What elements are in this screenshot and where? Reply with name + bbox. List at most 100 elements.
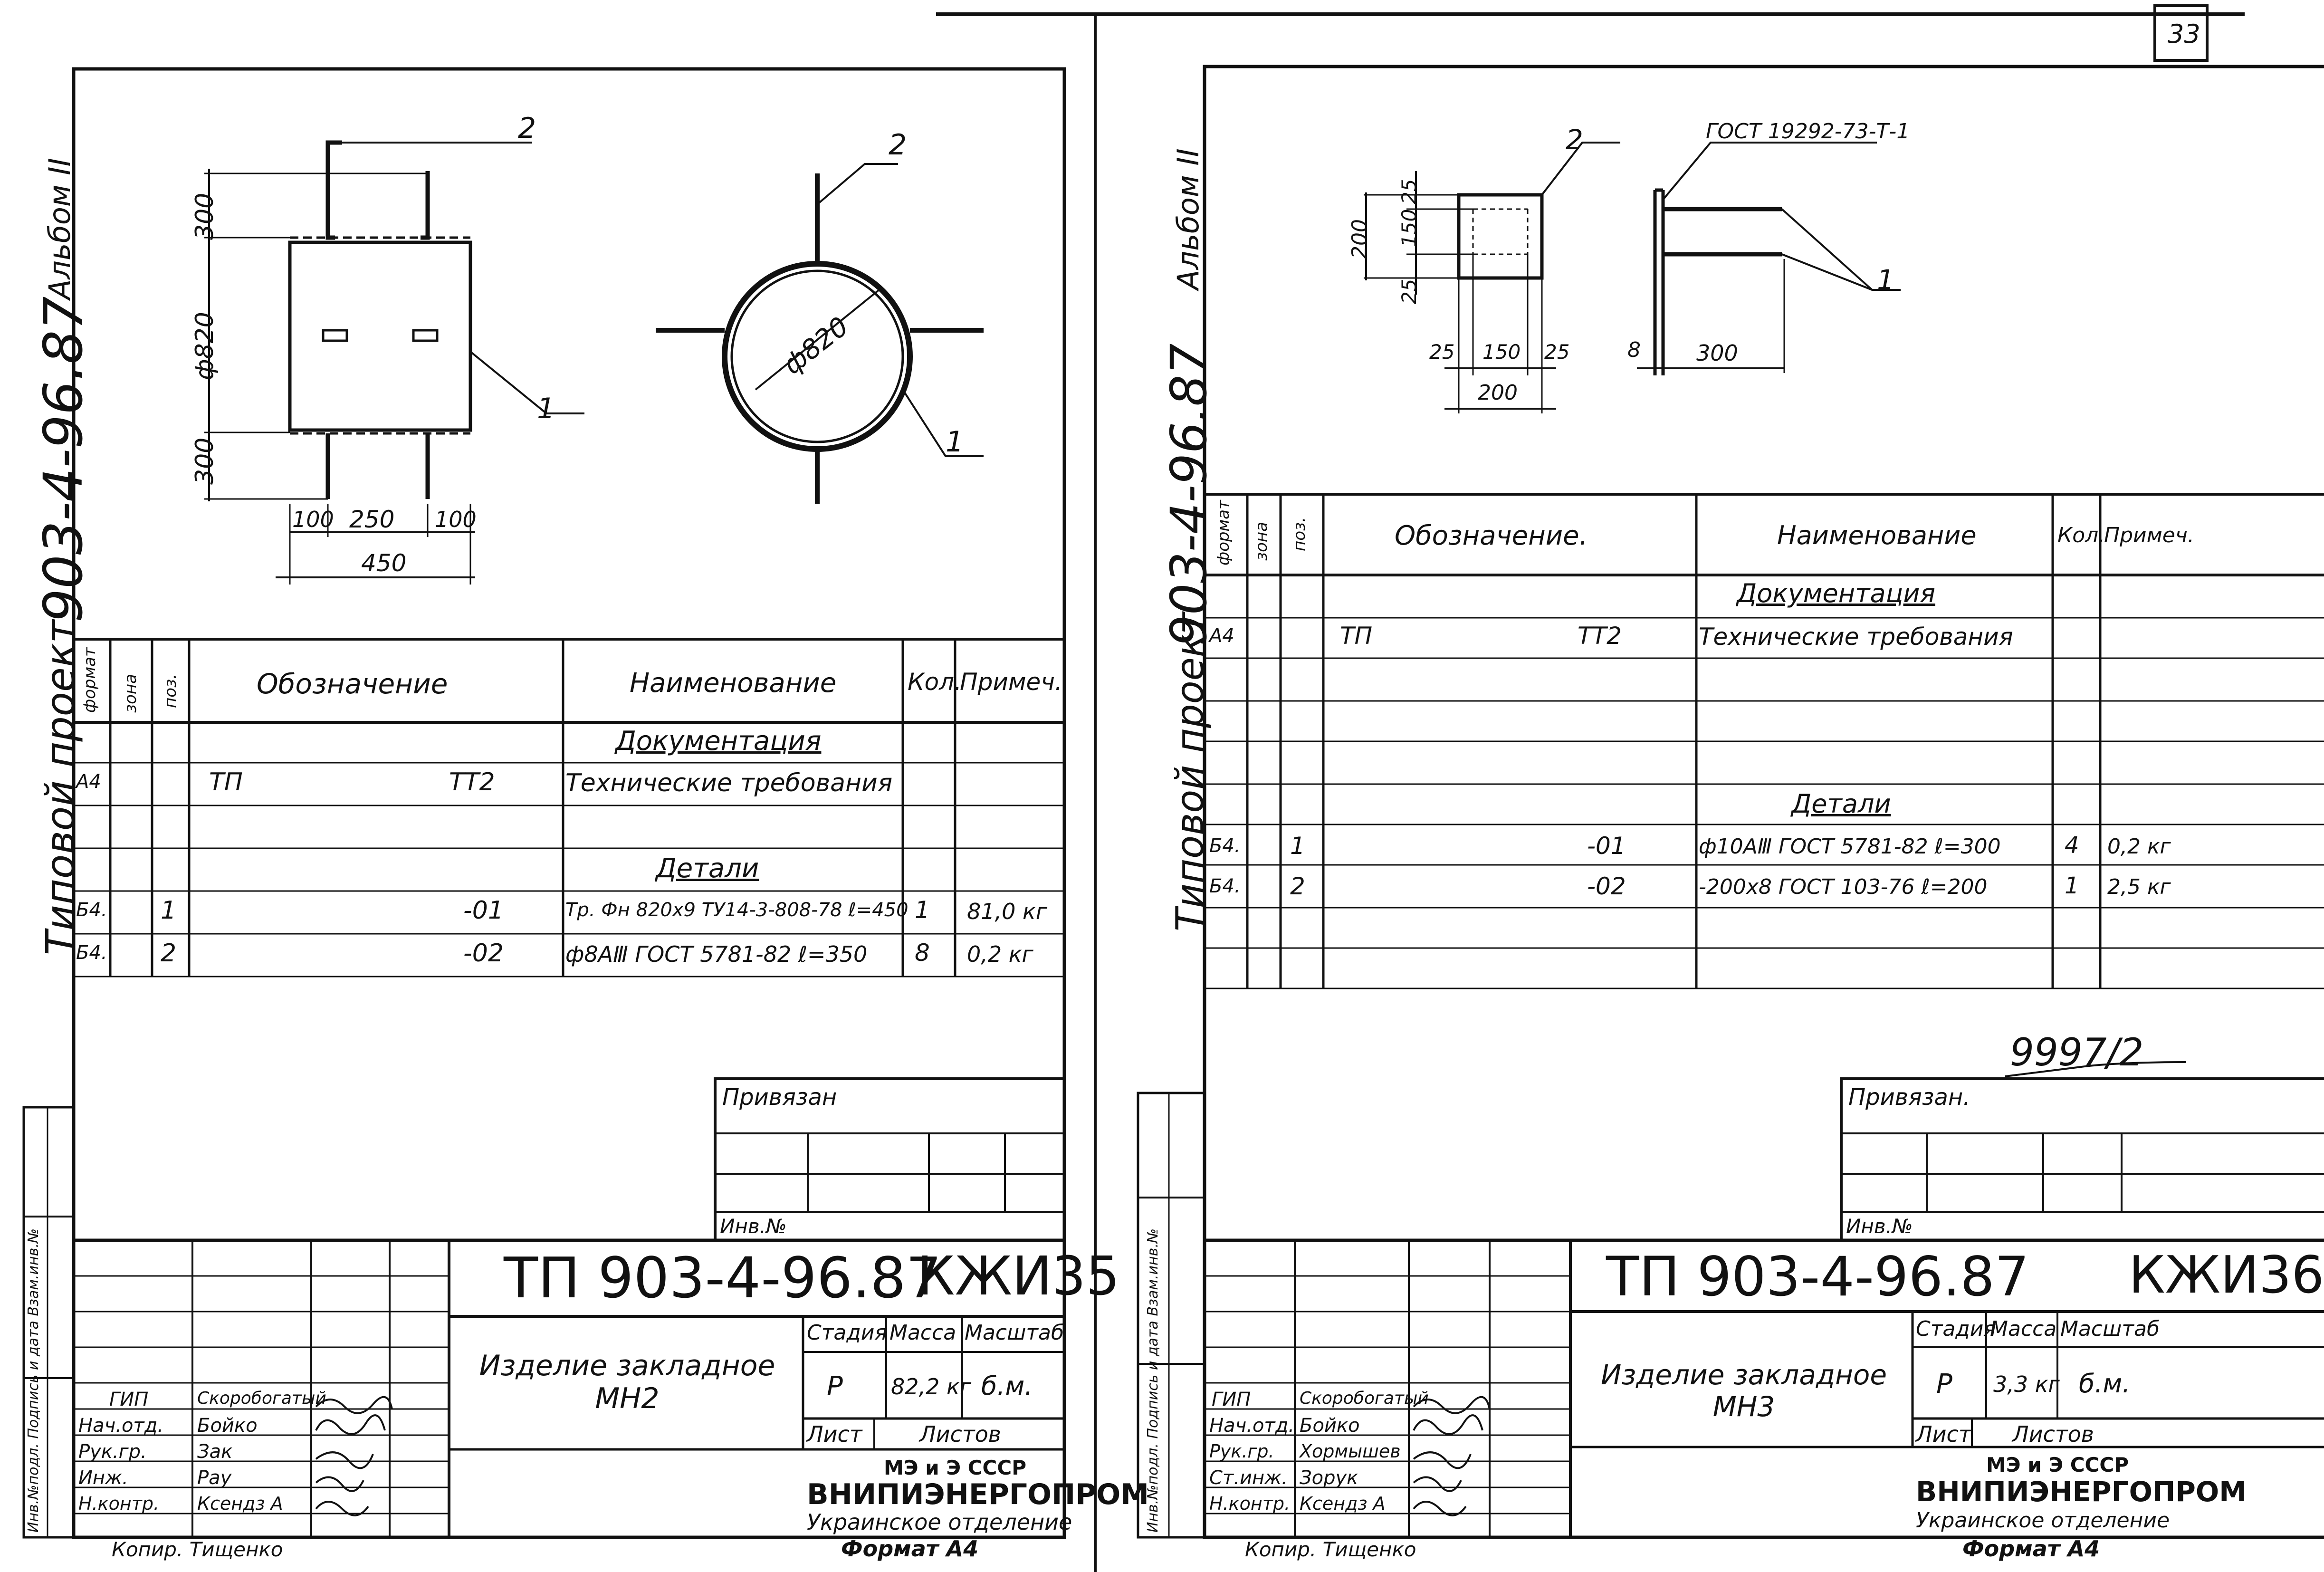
privyazan: Привязан [722,1084,837,1111]
side-code: 903-4-96.87 [33,296,95,623]
dim-8: 8 [1627,338,1641,362]
row-designation: -02 [1587,872,1626,900]
dim-diameter: ф820 [191,312,219,380]
staff-name: Ксендз А [197,1493,283,1514]
staff-role: Н.контр. [78,1493,160,1514]
doc-designation: ТП [1340,622,1373,650]
format-label: Формат А4 [841,1536,979,1562]
dim-150-v: 150 [1397,209,1421,247]
side-project: Типовой проект [37,620,84,955]
format-label: Формат А4 [1962,1536,2100,1562]
staff-role: Рук.гр. [1209,1441,1274,1462]
th-zone: зона [121,674,140,713]
row-name: ф10АⅢ ГОСТ 5781-82 ℓ=300 [1699,834,2001,859]
sheets-label: Листов [2012,1421,2094,1447]
scale-value: б.м. [2079,1369,2131,1399]
staff-role: ГИП [1212,1389,1251,1410]
doc-name: Технические требования [1699,623,2013,651]
side-project: Типовой проект [1168,612,1212,931]
th-pos: поз. [161,674,180,708]
th-pos: поз. [1290,517,1309,551]
dim-25-top: 25 [1397,179,1421,204]
handwritten-number: 9997/2 [2010,1030,2144,1074]
side-album: Альбом II [1171,148,1205,290]
th-zone: зона [1252,522,1271,561]
staff-role: Ст.инж. [1209,1467,1288,1489]
row-designation: -01 [1587,832,1626,860]
th-designation: Обозначение [257,668,448,700]
mass-label: Масса [889,1321,956,1345]
dim-250: 250 [349,506,395,533]
staff-name: Скоробогатый [1300,1389,1429,1408]
sheet-label: Лист [1916,1421,1971,1447]
row-note: 0,2 кг [967,941,1033,967]
stage-label: Стадия [807,1321,887,1345]
gost-callout: ГОСТ 19292-73-Т-1 [1706,119,1910,144]
staff-name: Скоробогатый [197,1389,326,1408]
org-line1: МЭ и Э СССР [1986,1453,2129,1476]
section-parts: Детали [1791,789,1891,819]
row-designation: -02 [463,939,504,968]
th-name: Наименование [630,668,837,699]
doc-designation2: ТТ2 [449,768,495,796]
dim-100-left: 100 [292,507,334,532]
mass-value: 3,3 кг [1993,1371,2060,1397]
th-qty: Кол. [908,668,962,696]
side-stamp: Инв.№подл. Подпись и дата Взам.инв.№ [25,1228,42,1533]
callout-bar: 2 [518,112,536,145]
row-pos: 2 [1290,872,1305,900]
callout-tube: 1 [537,392,555,425]
circle-callout-bar: 2 [889,128,907,162]
row-format: Б4. [1209,875,1241,897]
right-sheet-linework [936,4,2324,1572]
right-sheet: 33 Альбом II 903-4-96.87 Типовой проект … [936,0,2324,1572]
scale-value: б.м. [981,1371,1033,1401]
th-note: Примеч. [960,668,1062,696]
section-parts: Детали [656,853,759,884]
org-line3: Украинское отделение [807,1509,1072,1535]
stage-value: Р [1936,1369,1952,1399]
th-note: Примеч. [2104,523,2194,547]
row-note: 2,5 кг [2107,875,2171,899]
title-code: ТП 903-4-96.87 [1606,1245,2029,1308]
section-docs: Документация [615,726,822,757]
dim-25-left: 25 [1429,340,1455,364]
row-pos: 2 [161,939,177,968]
staff-role: Нач.отд. [78,1415,164,1437]
dim-300: 300 [1696,340,1738,366]
row-format: Б4. [76,942,107,964]
org-line2: ВНИПИЭНЕРГОПРОМ [1916,1476,2247,1508]
th-format: формат [1214,500,1233,566]
th-qty: Кол. [2057,523,2105,547]
title-mark: КЖИ35 [917,1246,1120,1307]
staff-role: Инж. [78,1467,128,1489]
org-line2: ВНИПИЭНЕРГОПРОМ [807,1478,1149,1511]
th-name: Наименование [1777,520,1977,550]
inv-no: Инв.№ [720,1215,787,1238]
dim-200-v: 200 [1348,219,1372,259]
staff-name: Хормышев [1300,1441,1401,1462]
copied-by: Копир. Тищенко [1245,1538,1416,1561]
doc-format: А4 [76,771,101,793]
privyazan: Привязан. [1848,1084,1970,1111]
row-qty: 1 [915,896,930,924]
staff-role: ГИП [109,1389,149,1410]
stage-label: Стадия [1916,1317,1996,1341]
row-pos: 1 [1290,832,1305,860]
row-note: 81,0 кг [967,899,1047,924]
staff-name: Ксендз А [1300,1493,1386,1514]
mass-label: Масса [1990,1317,2057,1341]
staff-name: Рау [197,1467,232,1489]
row-name: -200х8 ГОСТ 103-76 ℓ=200 [1699,875,1988,899]
title-name: Изделие закладное МН2 [479,1349,775,1415]
title-name: Изделие закладное МН3 [1600,1359,1887,1423]
title-mark: КЖИ36 [2129,1246,2324,1305]
dim-450: 450 [361,549,407,577]
dim-25-bot: 25 [1397,278,1421,304]
side-stamp: Инв.№подл. Подпись и дата Взам.инв.№ [1145,1228,1161,1533]
side-album: Альбом II [42,158,77,299]
row-qty: 4 [2065,832,2079,859]
row-format: Б4. [1209,835,1241,857]
th-format: формат [80,647,99,713]
staff-role: Н.контр. [1209,1493,1291,1514]
